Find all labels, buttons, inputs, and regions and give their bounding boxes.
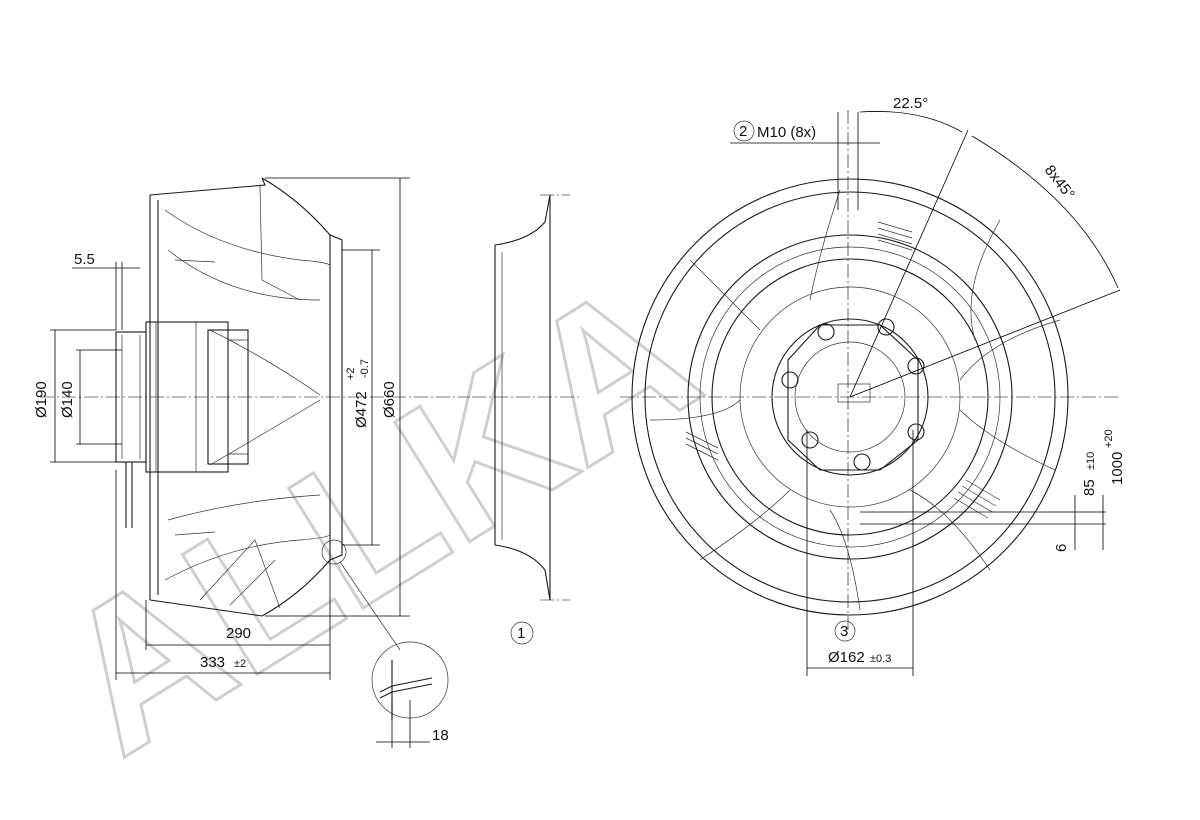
dim-18: 18 [432,727,449,744]
dim-d472-tol-upper: +2 [345,367,357,380]
dim-d472-tol-lower: -0.7 [359,359,371,378]
thread-label: M10 (8x) [757,124,816,141]
dim-d660: Ø660 [381,381,398,418]
front-view: 22.5° 8x45° 2 M10 (8x) 3 Ø162 ±0.3 85 ±1… [620,95,1126,676]
dim-290: 290 [226,625,251,642]
dim-1000-tol: +20 [1103,429,1115,448]
dim-333-tol: ±2 [234,658,246,670]
dim-85: 85 [1081,479,1098,496]
detail-view: 18 [371,641,449,748]
callout-2: 2 [739,123,747,140]
dim-d472: Ø472 [353,391,370,428]
watermark: ALLKA [20,234,733,799]
angle-8x45: 8x45° [1041,162,1078,203]
dim-6: 6 [1053,544,1070,552]
watermark-text: ALLKA [22,235,732,797]
angle-22-5: 22.5° [893,95,928,112]
dim-d162-tol: ±0.3 [870,653,891,665]
dim-hub-offset: 5.5 [74,251,95,268]
inlet-ring-view: 1 [472,194,580,645]
dim-1000: 1000 [1109,452,1126,485]
dim-d190: Ø190 [33,381,50,418]
dim-85-tol: ±10 [1085,452,1097,470]
side-view: 5.5 Ø190 Ø140 Ø472 +2 -0.7 Ø660 290 333 … [33,177,470,680]
dim-d162: Ø162 [828,649,865,666]
dim-d140: Ø140 [59,381,76,418]
callout-1: 1 [517,625,525,642]
callout-3: 3 [840,623,848,640]
dim-333: 333 [200,654,225,671]
